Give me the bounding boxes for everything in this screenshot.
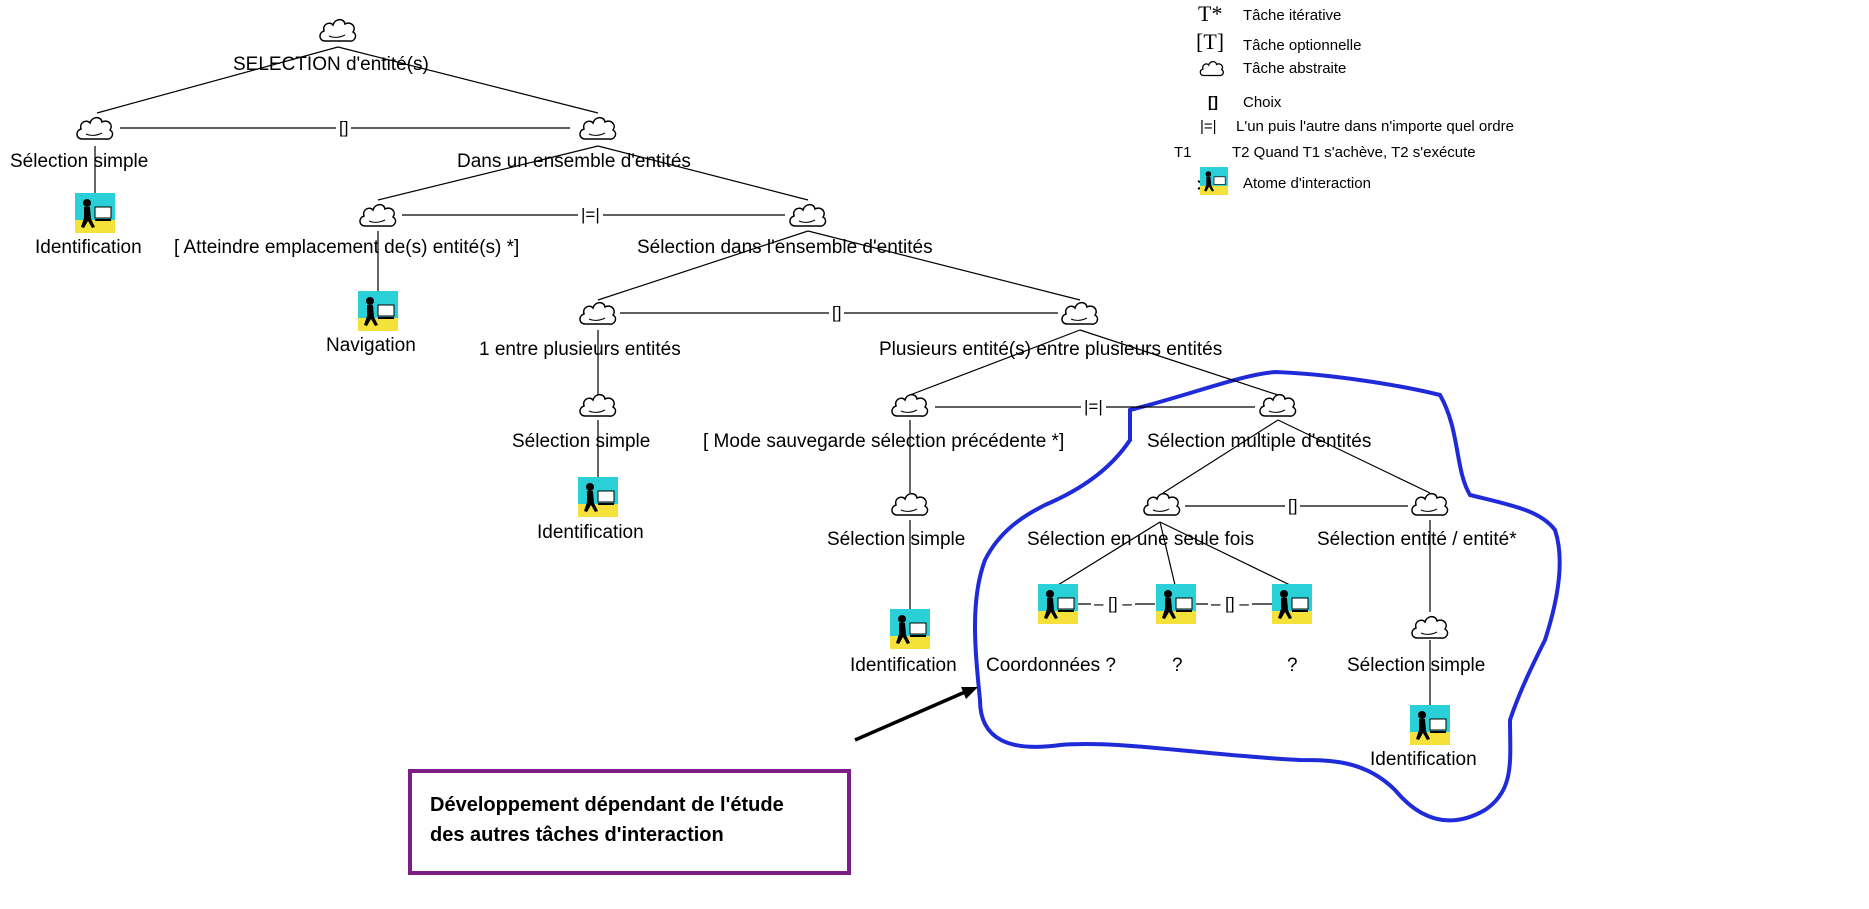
task-label: [ Atteindre emplacement de(s) entité(s) … <box>174 237 520 258</box>
any-order-operator: |=| <box>1081 398 1106 415</box>
legend-atom: Atome d'interaction <box>1243 175 1371 192</box>
task-label: Sélection en une seule fois <box>1027 529 1255 550</box>
interaction-atom-icon <box>1272 584 1312 624</box>
legend-optional: Tâche optionnelle <box>1243 37 1362 54</box>
task-label: Sélection dans l'ensemble d'entités <box>637 237 933 258</box>
legend-iterative: Tâche itérative <box>1243 7 1342 24</box>
choice-operator: – [] – <box>1091 595 1135 612</box>
choice-operator: – [] – <box>1208 595 1252 612</box>
task-label: Plusieurs entité(s) entre plusieurs enti… <box>879 339 1223 360</box>
highlight-outline <box>973 369 1562 823</box>
abstract-task-icon <box>1411 615 1449 639</box>
task-label: Sélection simple <box>10 151 149 172</box>
note-line-2: des autres tâches d'interaction <box>430 824 724 846</box>
task-label: Sélection entité / entité* <box>1317 529 1517 550</box>
task-label: Identification <box>850 655 957 676</box>
iterative-symbol: T* <box>1198 1 1223 26</box>
abstract-task-icon <box>579 116 617 140</box>
task-label: ? <box>1287 655 1298 676</box>
any-order-operator: |=| <box>578 206 603 223</box>
interaction-atom-icon <box>1200 167 1228 195</box>
task-label: Sélection simple <box>827 529 966 550</box>
interaction-atom-icon <box>890 609 930 649</box>
interaction-atom-icon <box>358 291 398 331</box>
abstract-task-icon <box>76 116 114 140</box>
task-label: Dans un ensemble d'entités <box>457 151 691 172</box>
abstract-task-icon <box>1259 393 1297 417</box>
task-label: Identification <box>35 237 142 258</box>
task-label: Sélection simple <box>512 431 651 452</box>
task-label: Sélection multiple d'entités <box>1147 431 1372 452</box>
task-label: Identification <box>1370 749 1477 770</box>
abstract-task-icon <box>789 203 827 227</box>
task-label-root: SELECTION d'entité(s) <box>233 54 429 75</box>
any-order-symbol: |=| <box>1200 118 1217 135</box>
legend-abstract: Tâche abstraite <box>1243 60 1347 77</box>
choice-operator: [] <box>1285 497 1301 514</box>
optional-symbol: [T] <box>1196 29 1225 54</box>
task-label: ? <box>1172 655 1183 676</box>
interaction-atom-icon <box>578 477 618 517</box>
abstract-task-icon <box>579 301 617 325</box>
choice-operator: [] <box>336 119 352 136</box>
legend-t1: T1 <box>1174 144 1192 161</box>
abstract-task-icon <box>891 492 929 516</box>
abstract-task-icon <box>1061 301 1099 325</box>
abstract-task-icon <box>319 18 357 42</box>
task-label: Navigation <box>326 335 416 356</box>
abstract-task-icon <box>891 393 929 417</box>
abstract-task-icon <box>359 203 397 227</box>
legend-choice: Choix <box>1243 94 1282 111</box>
legend-any-order: L'un puis l'autre dans n'importe quel or… <box>1236 118 1514 135</box>
abstract-task-icon <box>1143 492 1181 516</box>
interaction-atom-icon <box>1038 584 1078 624</box>
task-label: [ Mode sauvegarde sélection précédente *… <box>703 431 1065 452</box>
abstract-task-icon <box>1199 60 1224 77</box>
note-line-1: Développement dépendant de l'étude <box>430 794 784 816</box>
choice-symbol: [] <box>1208 94 1218 111</box>
note-arrow <box>854 690 966 742</box>
task-label: Coordonnées ? <box>986 655 1116 676</box>
annotation-note: Développement dépendant de l'étude des a… <box>408 769 851 875</box>
interaction-atom-icon <box>75 193 115 233</box>
abstract-task-icon <box>579 393 617 417</box>
legend-sequence: T2 Quand T1 s'achève, T2 s'exécute <box>1232 144 1476 161</box>
interaction-atom-icon <box>1156 584 1196 624</box>
task-label: Identification <box>537 522 644 543</box>
abstract-task-icon <box>1411 492 1449 516</box>
interaction-atom-icon <box>1410 705 1450 745</box>
task-label: 1 entre plusieurs entités <box>479 339 681 360</box>
task-label: Sélection simple <box>1347 655 1486 676</box>
choice-operator: [] <box>829 304 845 321</box>
